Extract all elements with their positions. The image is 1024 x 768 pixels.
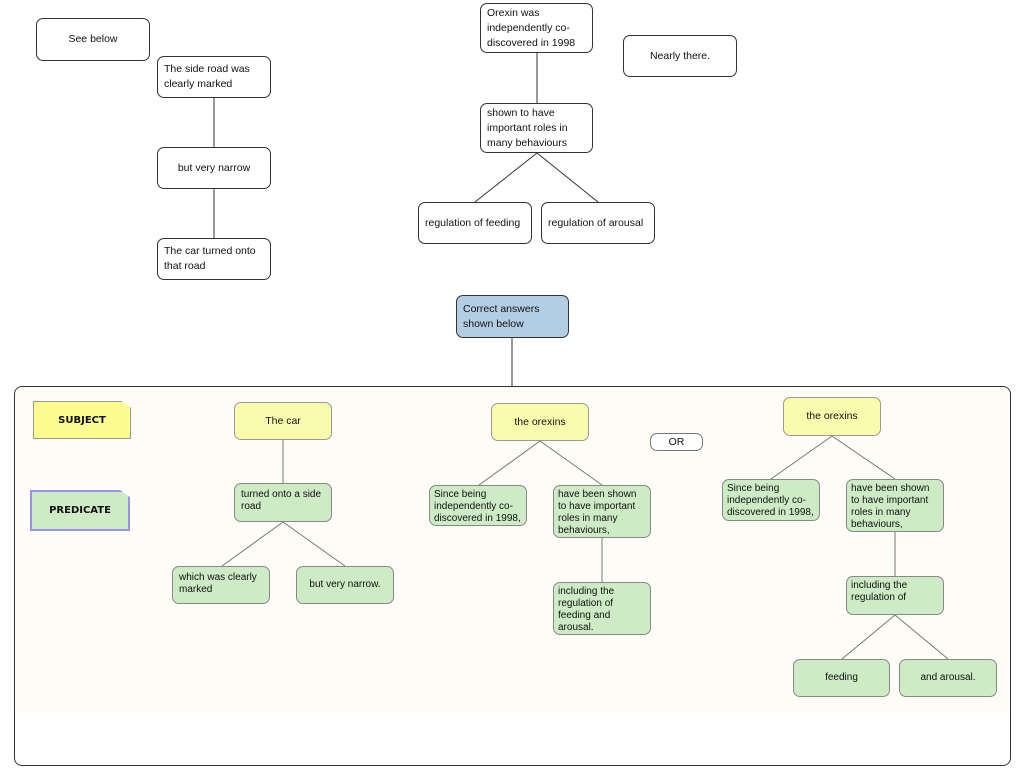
connector: [478, 440, 541, 486]
node-feeding[interactable]: feeding: [793, 659, 890, 697]
connector: [841, 614, 896, 660]
node-clearly-marked[interactable]: which was clearly marked: [172, 566, 270, 604]
node-since-1[interactable]: Since being independently co-discovered …: [429, 485, 527, 526]
node-the-car[interactable]: The car: [234, 402, 332, 440]
node-regulation-feeding[interactable]: regulation of feeding: [418, 202, 532, 244]
node-and-arousal[interactable]: and arousal.: [899, 659, 997, 697]
node-shown-1[interactable]: have been shown to have important roles …: [553, 485, 651, 538]
legend-predicate: PREDICATE: [30, 490, 130, 531]
node-orexin[interactable]: Orexin was independently co-discovered i…: [480, 3, 593, 53]
node-correct-answers[interactable]: Correct answers shown below: [456, 295, 569, 338]
node-regulation-arousal[interactable]: regulation of arousal: [541, 202, 655, 244]
connector: [539, 440, 603, 486]
node-or[interactable]: OR: [650, 433, 703, 451]
connector: [536, 152, 599, 203]
node-orexins-2[interactable]: the orexins: [783, 397, 881, 436]
node-very-narrow[interactable]: but very narrow.: [296, 566, 394, 604]
node-side-road[interactable]: The side road was clearly marked: [157, 56, 271, 98]
legend-subject: SUBJECT: [33, 401, 131, 439]
node-orexins-1[interactable]: the orexins: [491, 403, 589, 441]
connector: [474, 152, 538, 203]
node-see-below[interactable]: See below: [36, 18, 150, 61]
connector: [831, 435, 896, 480]
node-turned-onto[interactable]: turned onto a side road: [234, 483, 332, 522]
connector: [894, 614, 949, 660]
node-including-2[interactable]: including the regulation of: [846, 576, 944, 615]
connector: [221, 521, 284, 567]
node-including-1[interactable]: including the regulation of feeding and …: [553, 582, 651, 635]
node-nearly-there[interactable]: Nearly there.: [623, 35, 737, 77]
connector: [770, 435, 833, 480]
node-car-turned[interactable]: The car turned onto that road: [157, 238, 271, 280]
node-but-very-narrow[interactable]: but very narrow: [157, 147, 271, 189]
connector: [282, 521, 346, 567]
node-since-2[interactable]: Since being independently co-discovered …: [722, 479, 820, 521]
node-shown-to-have[interactable]: shown to have important roles in many be…: [480, 103, 593, 153]
node-shown-2[interactable]: have been shown to have important roles …: [846, 479, 944, 532]
